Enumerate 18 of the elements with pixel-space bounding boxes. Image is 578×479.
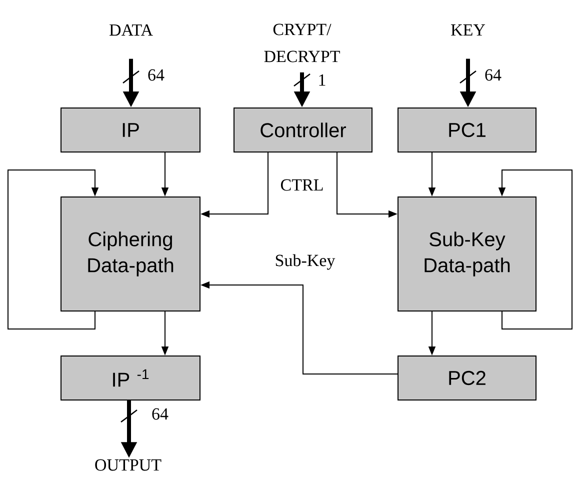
edge-label: Sub-Key xyxy=(274,253,336,271)
signal-label: CRYPT/ DECRYPT xyxy=(264,24,340,62)
edge-label: 64 xyxy=(150,407,170,421)
signal-label: OUTPUT xyxy=(95,459,162,471)
signal-label: CTRL xyxy=(279,178,325,192)
signal-label: DATA xyxy=(110,24,153,36)
process-box: Controller xyxy=(234,108,372,152)
process-box: Sub-Key Data-path xyxy=(398,196,536,312)
edge-label: 64 xyxy=(146,68,166,82)
edge-label: 64 xyxy=(484,68,502,82)
edge-label: 1 xyxy=(316,73,328,87)
process-box: IP $^{-1}$ xyxy=(60,356,200,400)
signal-label: KEY xyxy=(451,24,486,36)
process-box: PC1 xyxy=(398,108,536,152)
process-box: IP xyxy=(60,108,200,152)
arrow xyxy=(8,170,99,330)
process-box: Ciphering Data-path xyxy=(60,196,200,312)
process-box: PC2 xyxy=(398,356,536,400)
